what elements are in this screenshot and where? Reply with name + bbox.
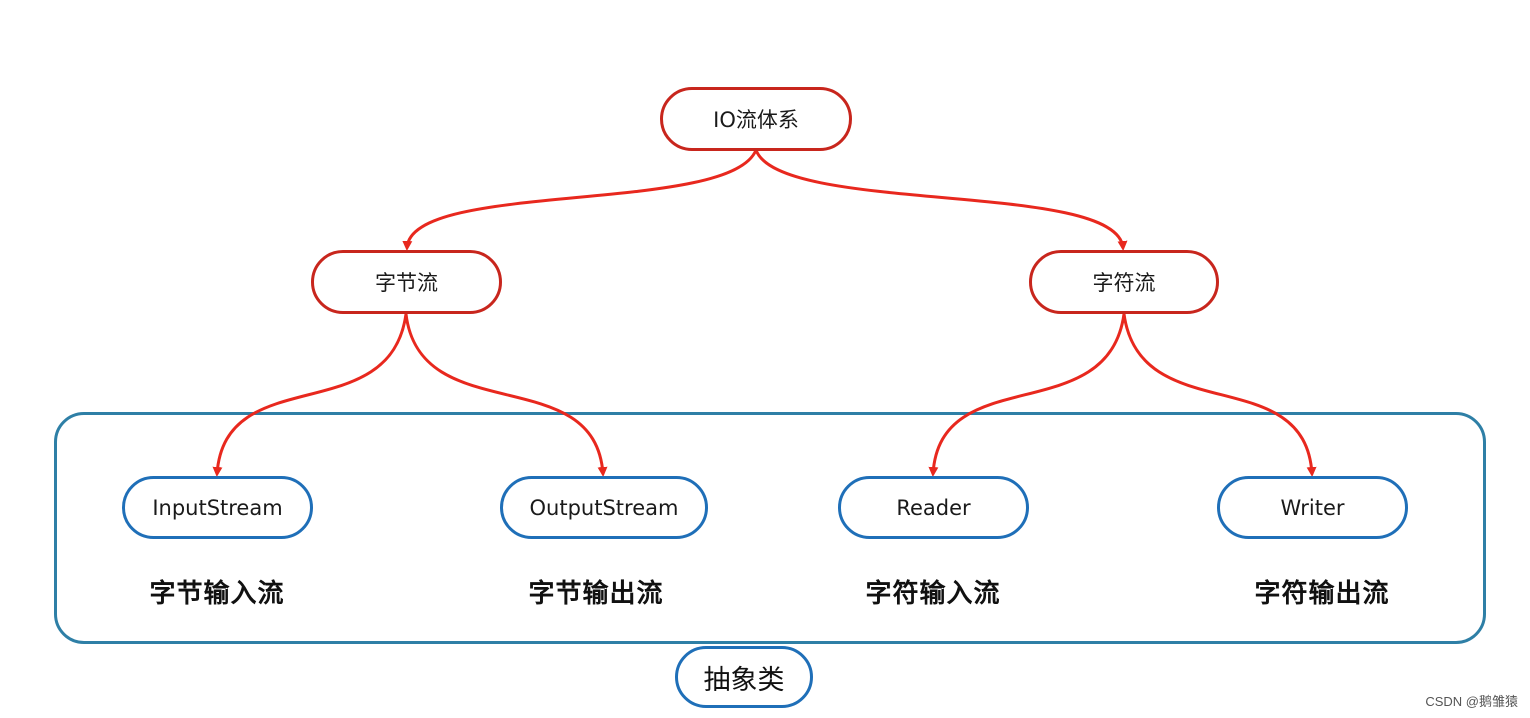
node-writer-label: Writer [1280, 495, 1345, 520]
arrow-char-to-writer [1122, 313, 1317, 477]
arrow-root-to-byte-stream [402, 149, 758, 251]
node-inputstream: InputStream [122, 476, 313, 539]
abstract-class-label: 抽象类 [675, 646, 813, 708]
node-outputstream: OutputStream [500, 476, 708, 539]
caption-byte-output: 字节输出流 [528, 579, 664, 609]
abstract-class-group-box [54, 412, 1486, 644]
node-char-stream-label: 字符流 [1092, 271, 1156, 295]
arrow-root-to-char-stream [754, 149, 1128, 251]
node-outputstream-label: OutputStream [529, 495, 679, 520]
watermark: CSDN @鹅雏猿 [1425, 694, 1518, 709]
node-reader-label: Reader [896, 495, 971, 520]
arrow-byte-to-outputstream [404, 313, 608, 477]
node-byte-stream: 字节流 [311, 250, 502, 314]
arrow-byte-to-inputstream [212, 313, 408, 477]
node-byte-stream-label: 字节流 [375, 271, 438, 295]
caption-char-output: 字符输出流 [1254, 579, 1390, 609]
node-writer: Writer [1217, 476, 1408, 539]
node-char-stream: 字符流 [1029, 250, 1219, 314]
abstract-class-text: 抽象类 [703, 664, 785, 696]
arrow-char-to-reader [928, 313, 1126, 477]
node-reader: Reader [838, 476, 1029, 539]
node-io-system: IO流体系 [660, 87, 852, 151]
caption-byte-input: 字节输入流 [149, 579, 285, 609]
caption-char-input: 字符输入流 [865, 579, 1001, 609]
node-inputstream-label: InputStream [152, 495, 283, 520]
node-io-system-label: IO流体系 [713, 108, 799, 132]
